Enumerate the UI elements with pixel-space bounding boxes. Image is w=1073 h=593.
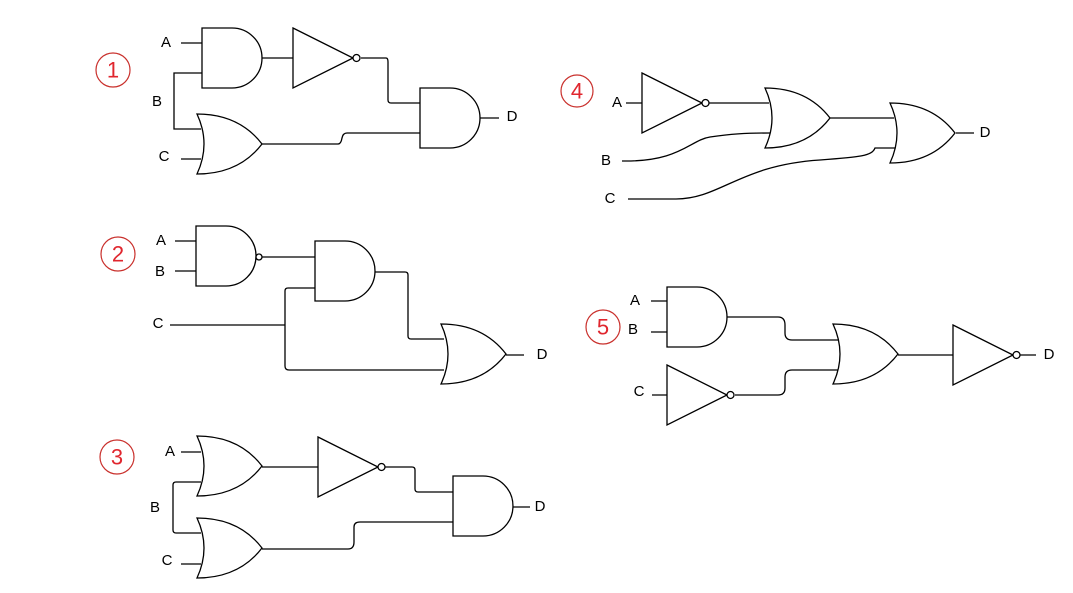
input-label-c: C — [162, 552, 173, 569]
not-gate — [641, 71, 710, 135]
input-label-a: A — [165, 443, 175, 460]
or-gate-body — [439, 323, 507, 385]
or-gate — [831, 323, 899, 385]
inversion-bubble — [352, 53, 361, 63]
number-badge-circle — [95, 52, 131, 88]
input-label-c: C — [153, 315, 164, 332]
circuit-number: 4 — [571, 79, 583, 104]
and-gate — [452, 475, 514, 537]
nand-gate — [195, 225, 263, 287]
input-label-a: A — [612, 94, 622, 111]
or-gate-body — [888, 102, 956, 164]
wire — [172, 451, 530, 565]
or-gate — [195, 113, 263, 175]
or-gate — [888, 102, 956, 164]
nand-gate-body — [195, 225, 257, 287]
inversion-bubble — [377, 462, 386, 472]
input-label-b: B — [155, 263, 165, 280]
circuit-number: 1 — [107, 58, 119, 83]
number-badge-circle — [99, 439, 135, 475]
and-gate-body — [419, 87, 481, 149]
inversion-bubble — [701, 98, 710, 108]
number-badge-circle — [100, 236, 136, 272]
or-gate-body — [195, 435, 263, 497]
input-label-a: A — [630, 292, 640, 309]
not-gate-body — [641, 71, 704, 135]
input-label-c: C — [634, 383, 645, 400]
input-label-a: A — [161, 34, 171, 51]
or-gate — [195, 435, 263, 497]
and-gate — [314, 240, 376, 302]
inversion-bubble — [726, 390, 735, 400]
circuit-2: 2 A B C D — [100, 225, 548, 385]
not-gate-body — [317, 435, 380, 499]
circuit-5: 5 A B C D — [585, 286, 1055, 427]
or-gate-body — [195, 517, 263, 579]
not-gate — [952, 323, 1021, 387]
number-badge-circle — [560, 74, 594, 108]
circuit-4: 4 A B C D — [560, 71, 991, 207]
not-gate — [292, 26, 361, 90]
not-gate-body — [666, 363, 729, 427]
wire — [651, 300, 1036, 396]
wire — [173, 42, 499, 160]
and-gate-body — [452, 475, 514, 537]
inversion-bubble — [1012, 350, 1021, 360]
or-gate — [195, 517, 263, 579]
input-label-c: C — [159, 148, 170, 165]
input-label-b: B — [601, 152, 611, 169]
output-label-d: D — [507, 108, 518, 125]
input-label-c: C — [605, 190, 616, 207]
not-gate — [666, 363, 735, 427]
or-gate-body — [763, 87, 831, 149]
or-gate — [763, 87, 831, 149]
output-label-d: D — [1044, 346, 1055, 363]
wire — [621, 102, 974, 200]
circuit-1: 1 A B C D — [95, 26, 518, 175]
input-label-b: B — [628, 321, 638, 338]
wire — [170, 240, 524, 371]
output-label-d: D — [535, 498, 546, 515]
output-label-d: D — [537, 346, 548, 363]
input-label-b: B — [150, 499, 160, 516]
not-gate-body — [952, 323, 1015, 387]
and-gate — [666, 286, 728, 348]
not-gate-body — [292, 26, 355, 90]
or-gate — [439, 323, 507, 385]
circuit-number: 5 — [597, 315, 609, 340]
output-label-d: D — [980, 124, 991, 141]
inversion-bubble — [255, 253, 263, 261]
or-gate-body — [195, 113, 263, 175]
and-gate — [419, 87, 481, 149]
or-gate-body — [831, 323, 899, 385]
circuit-number: 2 — [112, 242, 124, 267]
and-gate-body — [314, 240, 376, 302]
and-gate-body — [201, 27, 263, 89]
circuit-number: 3 — [111, 445, 123, 470]
input-label-a: A — [156, 232, 166, 249]
not-gate — [317, 435, 386, 499]
circuit-3: 3 A B C D — [99, 435, 546, 579]
number-badge-circle — [585, 309, 621, 345]
input-label-b: B — [152, 93, 162, 110]
and-gate — [201, 27, 263, 89]
and-gate-body — [666, 286, 728, 348]
